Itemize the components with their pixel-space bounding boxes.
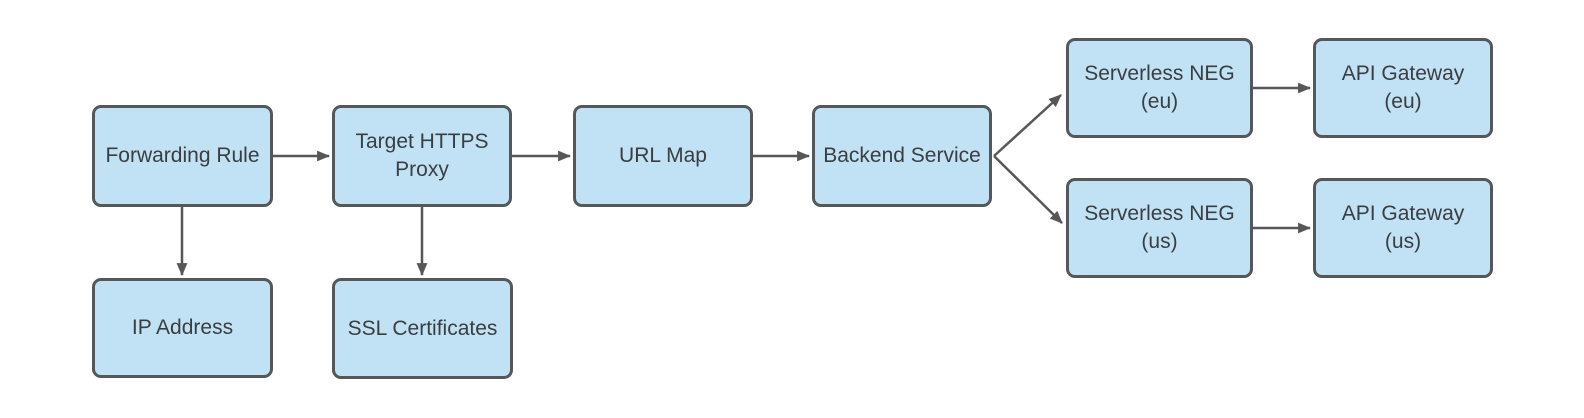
edge-backend-service-to-serverless-neg-eu [993,94,1062,157]
node-forwarding-rule: Forwarding Rule [92,105,273,207]
node-label: SSL Certificates [347,316,498,340]
edge-backend-service-to-serverless-neg-us [993,155,1063,224]
node-label: API Gateway (eu) [1341,62,1465,113]
node-api-gateway-eu: API Gateway (eu) [1313,38,1493,138]
node-label: Serverless NEG (us) [1084,202,1235,253]
node-label: URL Map [619,144,707,168]
node-ip-address: IP Address [92,278,273,378]
node-serverless-neg-eu: Serverless NEG (eu) [1066,38,1253,138]
node-serverless-neg-us: Serverless NEG (us) [1066,178,1253,278]
node-label: Target HTTPS Proxy [355,130,489,181]
node-label: API Gateway (us) [1341,202,1465,253]
node-label: IP Address [131,316,234,340]
node-target-https-proxy: Target HTTPS Proxy [332,105,512,207]
node-label: Serverless NEG (eu) [1084,62,1235,113]
node-label: Forwarding Rule [105,144,260,168]
node-backend-service: Backend Service [812,105,992,207]
node-ssl-certificates: SSL Certificates [332,278,513,379]
node-url-map: URL Map [573,105,753,207]
node-api-gateway-us: API Gateway (us) [1313,178,1493,278]
node-label: Backend Service [823,144,981,168]
